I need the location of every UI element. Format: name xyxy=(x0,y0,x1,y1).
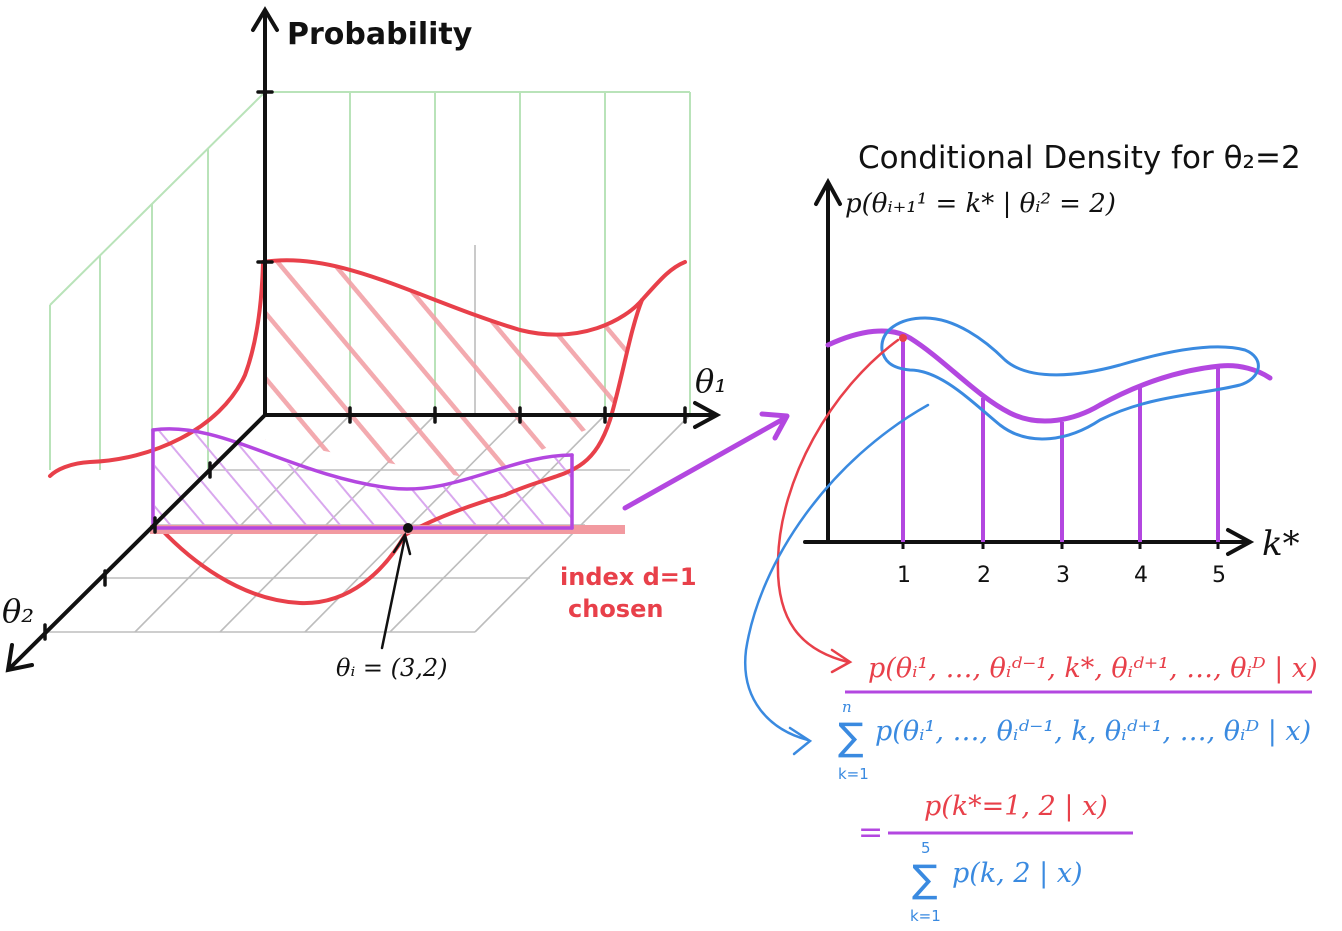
transition-arrow xyxy=(622,411,790,511)
axis-ticks xyxy=(43,90,687,641)
point-pointer-arrow xyxy=(380,531,412,650)
y-axis-label-theta2: θ₂ xyxy=(2,592,34,630)
conditional-plot-title: Conditional Density for θ₂=2 xyxy=(858,140,1301,176)
joint-density-surface-fill xyxy=(265,261,640,480)
formula-sum-lower-simplified: k=1 xyxy=(910,907,941,925)
x-axis-label-theta1: θ₁ xyxy=(695,362,727,400)
numerator-pointer-arrow xyxy=(776,338,900,674)
front-surface-fill xyxy=(155,428,572,527)
axes-2d xyxy=(803,177,1255,556)
tick-label-3: 3 xyxy=(1056,563,1070,588)
formula-sum-symbol-simplified: ∑ xyxy=(912,857,938,901)
formula-numerator-simplified: p(k*=1, 2 | x) xyxy=(924,791,1108,822)
chosen-index-label-line1: index d=1 xyxy=(560,563,697,591)
axes-3d xyxy=(5,6,722,673)
joint-density-curve xyxy=(48,258,687,606)
formula-sum-upper-simplified: 5 xyxy=(921,839,931,857)
formula-sum-upper: n xyxy=(842,698,852,716)
point-theta-i xyxy=(403,523,413,533)
formula-denominator-simplified: p(k, 2 | x) xyxy=(952,858,1083,889)
highlight-point-k1 xyxy=(899,334,907,342)
conditional-slice xyxy=(151,427,574,530)
point-label: θᵢ = (3,2) xyxy=(336,654,448,682)
conditional-plot-y-label: p(θᵢ₊₁¹ = k* | θᵢ² = 2) xyxy=(845,189,1116,219)
tick-label-4: 4 xyxy=(1134,563,1148,588)
formula-denominator: p(θᵢ¹, …, θᵢᵈ⁻¹, k, θᵢᵈ⁺¹, …, θᵢᴰ | x) xyxy=(875,716,1311,747)
conditional-plot-x-label: k* xyxy=(1262,524,1300,564)
normalization-formula: p(θᵢ¹, …, θᵢᵈ⁻¹, k*, θᵢᵈ⁺¹, …, θᵢᴰ | x) … xyxy=(838,653,1318,925)
left-3d-plot: Probability θ₁ θ₂ θᵢ = (3,2) index d=1 c… xyxy=(2,6,727,682)
probability-stems xyxy=(901,340,1220,542)
x-axis-tick-labels: 1 2 3 4 5 xyxy=(897,563,1226,588)
formula-sum-lower: k=1 xyxy=(838,765,869,783)
denominator-pointer-arrow xyxy=(743,403,930,756)
tick-label-2: 2 xyxy=(977,563,991,588)
formula-sum-symbol: ∑ xyxy=(838,715,864,759)
normalizing-region-outline xyxy=(880,316,1260,441)
tick-label-5: 5 xyxy=(1212,563,1226,588)
formula-equals: = xyxy=(858,815,883,850)
z-axis-label: Probability xyxy=(287,17,473,52)
chosen-index-label-line2: chosen xyxy=(568,595,663,623)
conditional-density-plot: Conditional Density for θ₂=2 p(θᵢ₊₁¹ = k… xyxy=(803,140,1301,588)
tick-label-1: 1 xyxy=(897,563,911,588)
formula-numerator: p(θᵢ¹, …, θᵢᵈ⁻¹, k*, θᵢᵈ⁺¹, …, θᵢᴰ | x) xyxy=(868,653,1318,684)
